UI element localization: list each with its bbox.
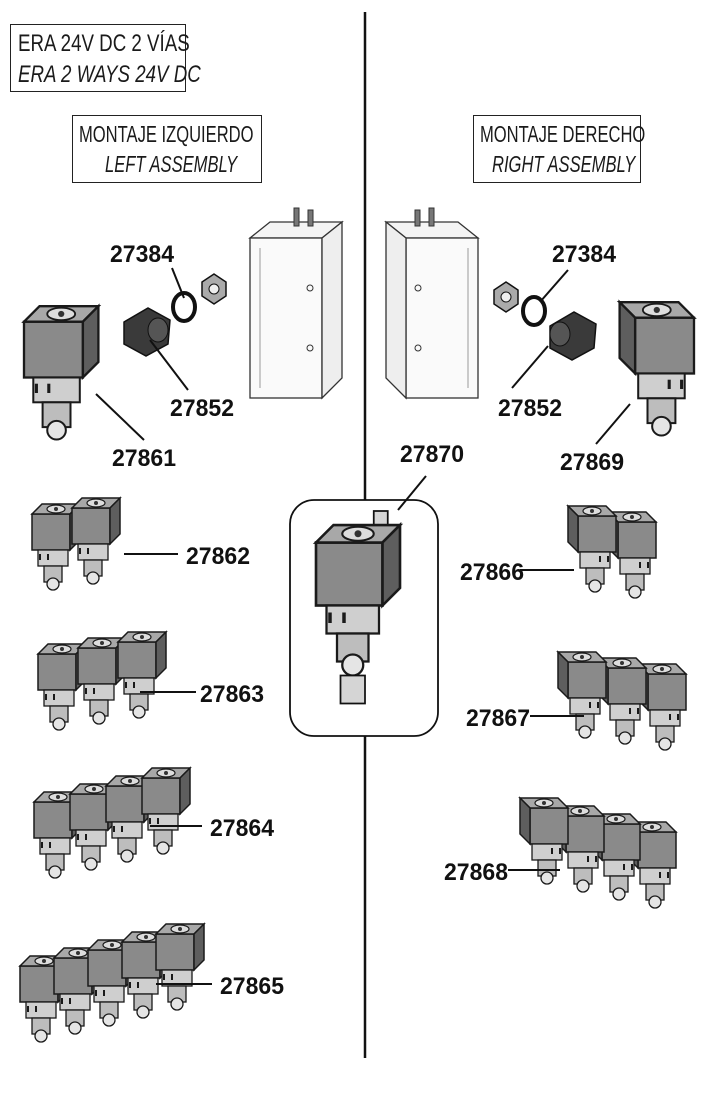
leader-27861 — [95, 393, 145, 441]
manifold-4-right — [519, 797, 677, 909]
label-27864: 27864 — [210, 815, 275, 842]
manifold-3-right — [557, 651, 687, 751]
label-27862: 27862 — [186, 543, 250, 570]
manifold-4-left — [33, 767, 191, 879]
leader-27384-right — [539, 269, 569, 303]
label-27865: 27865 — [220, 973, 284, 1000]
title-english: ERA 2 WAYS 24V DC — [18, 61, 201, 88]
right-fitting-drawing — [549, 311, 597, 361]
right-assembly-spanish: MONTAJE DERECHO — [480, 121, 646, 147]
left-nut-drawing — [201, 273, 227, 305]
right-main-valve-drawing — [618, 300, 696, 438]
label-27867: 27867 — [466, 705, 530, 732]
label-27866: 27866 — [460, 559, 524, 586]
left-washer-drawing — [171, 291, 197, 323]
manifold-3-left — [37, 631, 167, 731]
label-27863: 27863 — [200, 681, 264, 708]
left-main-valve-drawing — [22, 304, 100, 442]
center-valve-drawing — [314, 510, 402, 705]
label-27868: 27868 — [444, 859, 508, 886]
manifold-2-right — [567, 505, 657, 599]
label-27861: 27861 — [112, 445, 176, 472]
label-27869: 27869 — [560, 449, 624, 476]
leader-lines — [95, 267, 631, 985]
left-assembly-english: LEFT ASSEMBLY — [105, 151, 238, 177]
label-27870: 27870 — [400, 441, 464, 468]
title-spanish: ERA 24V DC 2 VÍAS — [18, 30, 190, 57]
leader-27870 — [397, 475, 427, 511]
left-assembly-spanish: MONTAJE IZQUIERDO — [79, 121, 254, 147]
left-assembly-box: MONTAJE IZQUIERDO LEFT ASSEMBLY — [72, 115, 262, 183]
right-tank-drawing — [385, 207, 479, 399]
label-27852-left: 27852 — [170, 395, 234, 422]
leader-27852-right — [511, 345, 549, 389]
right-nut-drawing — [493, 281, 519, 313]
right-assembly-box: MONTAJE DERECHO RIGHT ASSEMBLY — [473, 115, 645, 183]
title-box: ERA 24V DC 2 VÍAS ERA 2 WAYS 24V DC — [10, 24, 201, 92]
left-tank-drawing — [249, 207, 343, 399]
label-27384-right: 27384 — [552, 241, 617, 268]
leader-27852-left — [149, 339, 189, 391]
right-assembly-english: RIGHT ASSEMBLY — [492, 151, 636, 177]
label-27384-left: 27384 — [110, 241, 175, 268]
label-27852-right: 27852 — [498, 395, 562, 422]
left-fitting-drawing — [123, 307, 171, 357]
leader-27869 — [595, 403, 631, 445]
leader-27384-left — [171, 267, 185, 299]
manifold-2-left — [31, 497, 121, 591]
right-washer-drawing — [521, 295, 547, 327]
